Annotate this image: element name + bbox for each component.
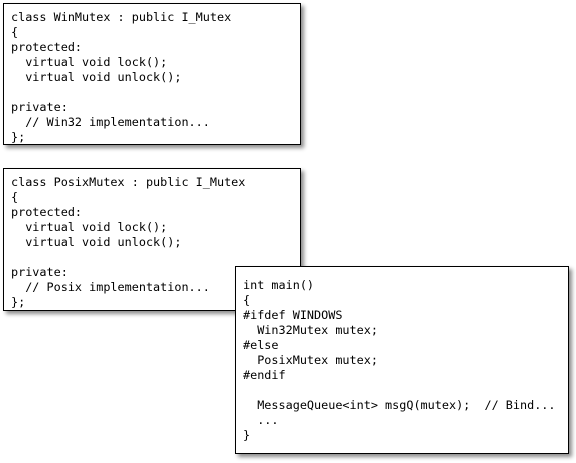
main-code-block: int main(){#ifdef WINDOWS Win32Mutex mut… — [243, 278, 568, 443]
main-function-box: int main(){#ifdef WINDOWS Win32Mutex mut… — [235, 266, 569, 454]
code-line — [11, 85, 300, 100]
code-line: protected: — [11, 40, 83, 54]
code-line: PosixMutex mutex; — [243, 353, 378, 367]
posixmutex-class-box: class PosixMutex : public I_Mutex{protec… — [3, 168, 301, 311]
code-line: { — [11, 190, 19, 204]
code-line: int main() — [243, 278, 315, 292]
code-line: }; — [11, 130, 26, 144]
winmutex-code-block: class WinMutex : public I_Mutex{protecte… — [11, 10, 300, 145]
code-line: Win32Mutex mutex; — [243, 323, 378, 337]
posixmutex-code-block: class PosixMutex : public I_Mutex{protec… — [11, 175, 300, 310]
code-line: ... — [243, 413, 279, 427]
code-line: virtual void lock(); — [11, 55, 168, 69]
code-line: protected: — [11, 205, 83, 219]
code-line: } — [243, 428, 251, 442]
code-line — [243, 383, 568, 398]
code-line: #endif — [243, 368, 286, 382]
code-line: }; — [11, 295, 26, 309]
code-line: { — [243, 293, 251, 307]
code-line: MessageQueue<int> msgQ(mutex); // Bind..… — [243, 398, 556, 412]
code-line: // Win32 implementation... — [11, 115, 210, 129]
code-line: virtual void unlock(); — [11, 70, 182, 84]
code-line: private: — [11, 265, 68, 279]
code-line: class PosixMutex : public I_Mutex — [11, 175, 246, 189]
code-line: // Posix implementation... — [11, 280, 210, 294]
code-line — [11, 250, 300, 265]
code-line: { — [11, 25, 19, 39]
code-line: virtual void lock(); — [11, 220, 168, 234]
code-line: #else — [243, 338, 279, 352]
code-line: virtual void unlock(); — [11, 235, 182, 249]
code-line: private: — [11, 100, 68, 114]
code-line: class WinMutex : public I_Mutex — [11, 10, 232, 24]
code-line: #ifdef WINDOWS — [243, 308, 343, 322]
winmutex-class-box: class WinMutex : public I_Mutex{protecte… — [3, 3, 301, 145]
